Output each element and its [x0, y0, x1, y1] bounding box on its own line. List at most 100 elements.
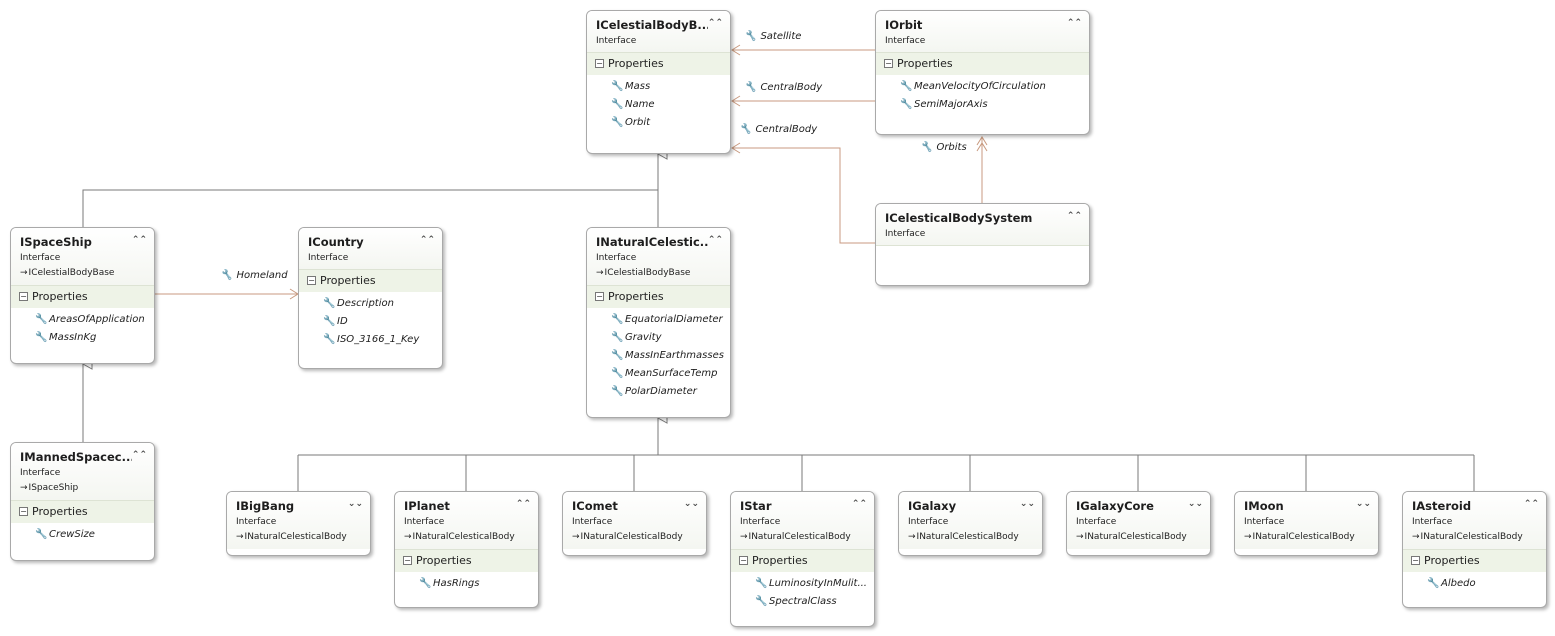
property-item[interactable]: 🔧AreasOfApplication: [11, 311, 154, 329]
class-box-orbit[interactable]: IOrbit Interface ⌃⌃ −Properties 🔧MeanVel…: [875, 10, 1090, 135]
collapse-minus-icon[interactable]: −: [19, 507, 28, 516]
property-item[interactable]: 🔧Name: [587, 96, 730, 114]
properties-section-header[interactable]: −Properties: [731, 549, 874, 572]
properties-section-header[interactable]: −Properties: [11, 500, 154, 523]
class-box-comet[interactable]: IComet Interface →INaturalCelesticalBody…: [562, 491, 707, 556]
property-item[interactable]: 🔧LuminosityInMulit...: [731, 575, 874, 593]
collapse-minus-icon[interactable]: −: [19, 292, 28, 301]
double-chevron-up-icon[interactable]: ⌃⌃: [419, 235, 435, 245]
wrench-icon: 🔧: [35, 332, 48, 343]
class-box-celestical-body-system[interactable]: ICelesticalBodySystem Interface ⌃⌃: [875, 203, 1090, 286]
properties-section-header[interactable]: −Properties: [395, 549, 538, 572]
property-list: 🔧AreasOfApplication 🔧MassInKg: [11, 308, 154, 351]
box-kind: Interface: [308, 253, 349, 263]
double-chevron-up-icon[interactable]: ⌃⌃: [1066, 18, 1082, 28]
class-box-star[interactable]: IStar Interface →INaturalCelesticalBody …: [730, 491, 875, 627]
class-box-manned-spacecraft[interactable]: IMannedSpacec... Interface →ISpaceShip ⌃…: [10, 442, 155, 561]
edge-label-centralbody-system: 🔧CentralBody: [739, 124, 818, 135]
properties-section-header[interactable]: −Properties: [1403, 549, 1546, 572]
double-chevron-down-icon[interactable]: ⌄⌄: [1355, 499, 1371, 509]
class-box-spaceship[interactable]: ISpaceShip Interface →ICelestialBodyBase…: [10, 227, 155, 364]
double-chevron-up-icon[interactable]: ⌃⌃: [1523, 499, 1539, 509]
property-item[interactable]: 🔧PolarDiameter: [587, 383, 730, 401]
property-item[interactable]: 🔧Gravity: [587, 329, 730, 347]
property-list: 🔧CrewSize: [11, 523, 154, 548]
property-item[interactable]: 🔧Description: [299, 295, 442, 313]
class-box-asteroid[interactable]: IAsteroid Interface →INaturalCelesticalB…: [1402, 491, 1547, 608]
collapse-minus-icon[interactable]: −: [739, 556, 748, 565]
property-item[interactable]: 🔧MassInEarthmasses: [587, 347, 730, 365]
wrench-icon: 🔧: [419, 578, 432, 589]
collapse-minus-icon[interactable]: −: [403, 556, 412, 565]
association-orbits: [976, 136, 988, 203]
box-title: IBigBang: [236, 499, 295, 513]
box-header: IAsteroid Interface →INaturalCelesticalB…: [1403, 492, 1546, 549]
wrench-icon: 🔧: [755, 596, 768, 607]
property-item[interactable]: 🔧ID: [299, 313, 442, 331]
box-kind: Interface: [596, 36, 637, 46]
double-chevron-up-icon[interactable]: ⌃⌃: [707, 18, 723, 28]
edge-label-homeland: 🔧Homeland: [220, 270, 288, 281]
box-kind: Interface: [740, 517, 781, 527]
collapse-minus-icon[interactable]: −: [1411, 556, 1420, 565]
class-box-celestial-body-base[interactable]: ICelestialBodyB... Interface ⌃⌃ −Propert…: [586, 10, 731, 154]
box-base: →INaturalCelesticalBody: [404, 532, 515, 542]
property-item[interactable]: 🔧MeanVelocityOfCirculation: [876, 78, 1089, 96]
double-chevron-up-icon[interactable]: ⌃⌃: [515, 499, 531, 509]
box-base: →INaturalCelesticalBody: [236, 532, 347, 542]
double-chevron-down-icon[interactable]: ⌄⌄: [347, 499, 363, 509]
property-item[interactable]: 🔧ISO_3166_1_Key: [299, 331, 442, 349]
property-item[interactable]: 🔧HasRings: [395, 575, 538, 593]
property-item[interactable]: 🔧SemiMajorAxis: [876, 96, 1089, 114]
edge-label-orbits: 🔧Orbits: [920, 142, 967, 153]
property-item[interactable]: 🔧Orbit: [587, 114, 730, 132]
box-base: →INaturalCelesticalBody: [1244, 532, 1355, 542]
wrench-icon: 🔧: [323, 316, 336, 327]
box-base: →INaturalCelesticalBody: [740, 532, 851, 542]
wrench-icon: 🔧: [611, 332, 624, 343]
property-item[interactable]: 🔧MeanSurfaceTemp: [587, 365, 730, 383]
box-base: →ICelestialBodyBase: [20, 268, 115, 278]
properties-section-header[interactable]: −Properties: [587, 52, 730, 75]
wrench-icon: 🔧: [1427, 578, 1440, 589]
box-title: IMoon: [1244, 499, 1284, 513]
edge-label-centralbody-orbit: 🔧CentralBody: [744, 82, 823, 93]
class-box-moon[interactable]: IMoon Interface →INaturalCelesticalBody …: [1234, 491, 1379, 556]
properties-section-header[interactable]: −Properties: [11, 285, 154, 308]
double-chevron-up-icon[interactable]: ⌃⌃: [131, 235, 147, 245]
property-item[interactable]: 🔧SpectralClass: [731, 593, 874, 611]
class-box-galaxy[interactable]: IGalaxy Interface →INaturalCelesticalBod…: [898, 491, 1043, 556]
class-box-country[interactable]: ICountry Interface ⌃⌃ −Properties 🔧Descr…: [298, 227, 443, 369]
properties-section-header[interactable]: −Properties: [876, 52, 1089, 75]
double-chevron-up-icon[interactable]: ⌃⌃: [851, 499, 867, 509]
collapse-minus-icon[interactable]: −: [595, 292, 604, 301]
double-chevron-up-icon[interactable]: ⌃⌃: [1066, 211, 1082, 221]
class-box-galaxy-core[interactable]: IGalaxyCore Interface →INaturalCelestica…: [1066, 491, 1211, 556]
box-title: ICelesticalBodySystem: [885, 211, 1033, 225]
collapse-minus-icon[interactable]: −: [307, 276, 316, 285]
double-chevron-down-icon[interactable]: ⌄⌄: [1019, 499, 1035, 509]
property-item[interactable]: 🔧MassInKg: [11, 329, 154, 347]
class-box-natural-celestial-body[interactable]: INaturalCelestic... Interface →ICelestia…: [586, 227, 731, 418]
properties-section-header[interactable]: −Properties: [299, 269, 442, 292]
double-chevron-up-icon[interactable]: ⌃⌃: [131, 450, 147, 460]
double-chevron-down-icon[interactable]: ⌄⌄: [683, 499, 699, 509]
property-item[interactable]: 🔧CrewSize: [11, 526, 154, 544]
box-title: IMannedSpacec...: [20, 450, 132, 464]
property-item[interactable]: 🔧EquatorialDiameter: [587, 311, 730, 329]
wrench-icon: 🔧: [611, 386, 624, 397]
wrench-icon: 🔧: [611, 117, 624, 128]
double-chevron-down-icon[interactable]: ⌄⌄: [1187, 499, 1203, 509]
collapse-minus-icon[interactable]: −: [884, 59, 893, 68]
properties-section-header[interactable]: −Properties: [587, 285, 730, 308]
class-box-bigbang[interactable]: IBigBang Interface →INaturalCelesticalBo…: [226, 491, 371, 556]
double-chevron-up-icon[interactable]: ⌃⌃: [707, 235, 723, 245]
box-header: IMoon Interface →INaturalCelesticalBody …: [1235, 492, 1378, 549]
box-kind: Interface: [885, 36, 926, 46]
wrench-icon: 🔧: [35, 529, 48, 540]
class-box-planet[interactable]: IPlanet Interface →INaturalCelesticalBod…: [394, 491, 539, 608]
box-header: IPlanet Interface →INaturalCelesticalBod…: [395, 492, 538, 549]
collapse-minus-icon[interactable]: −: [595, 59, 604, 68]
property-item[interactable]: 🔧Mass: [587, 78, 730, 96]
property-item[interactable]: 🔧Albedo: [1403, 575, 1546, 593]
